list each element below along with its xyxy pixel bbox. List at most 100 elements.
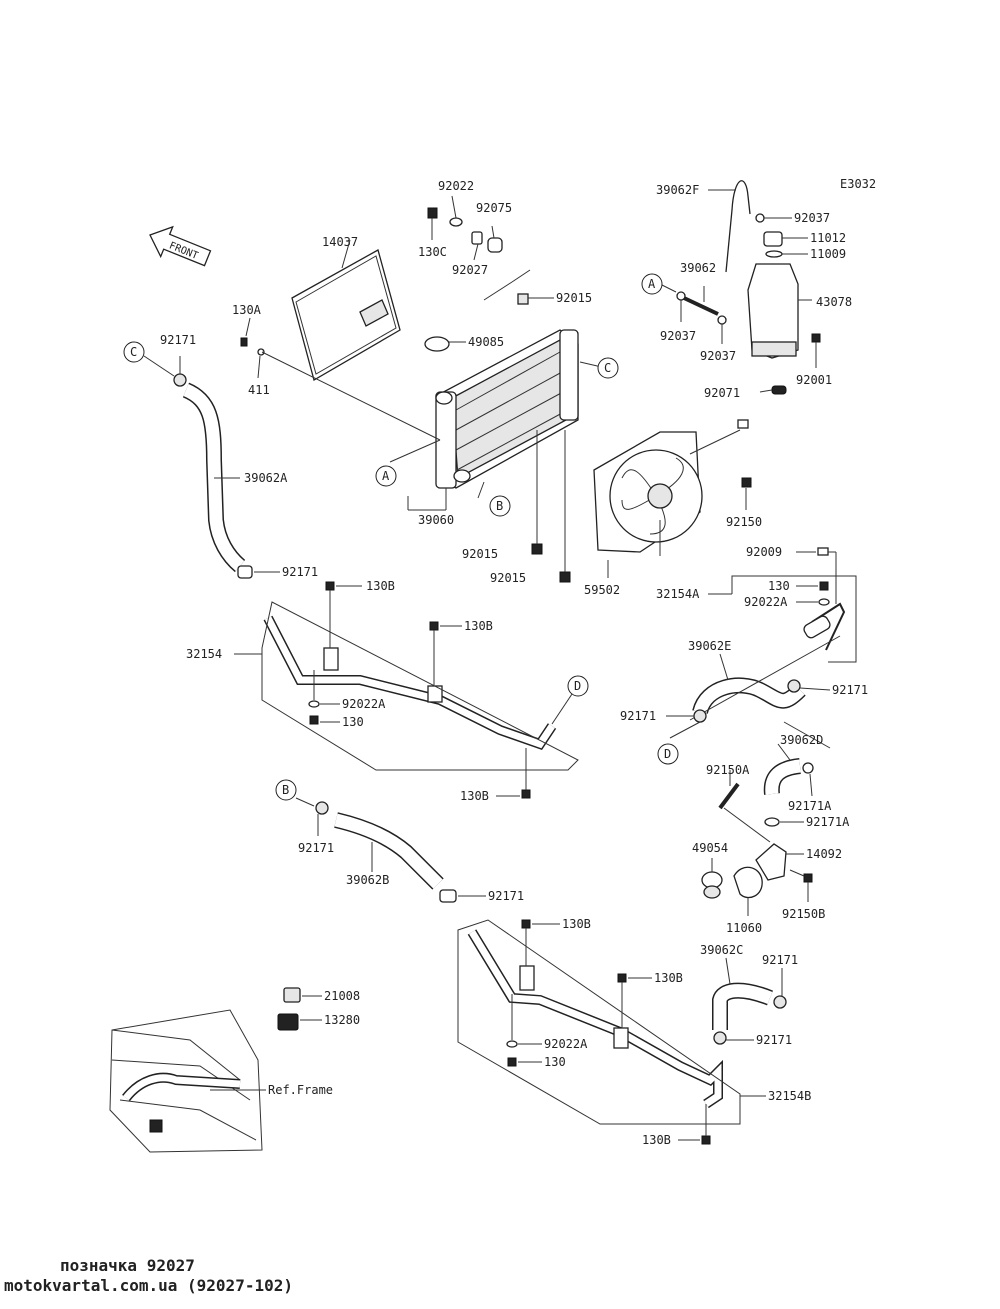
clamp-92171-c1[interactable] <box>773 968 787 1009</box>
label-49054: 49054 <box>692 841 728 855</box>
clip-92015-mid[interactable] <box>531 430 543 555</box>
hose-39062E[interactable] <box>692 653 806 715</box>
label-92009: 92009 <box>746 545 782 559</box>
cooling-fan-59502[interactable] <box>593 419 749 556</box>
front-arrow-icon: FRONT <box>149 225 212 267</box>
caption-text: позначка 92027 <box>60 1256 195 1275</box>
bolt-130B-6[interactable] <box>701 1104 711 1145</box>
clip-92015-top[interactable] <box>517 293 554 305</box>
grommet-92071[interactable] <box>759 385 787 395</box>
reservoir-tank-43078[interactable] <box>747 263 812 359</box>
label-39062A: 39062A <box>244 471 288 485</box>
clamp-92171A-2[interactable] <box>764 817 804 827</box>
thermostat-49054[interactable] <box>701 858 723 899</box>
label-92171-b2: 92171 <box>488 889 524 903</box>
label-92037-mid: 92037 <box>700 349 736 363</box>
collar-92027[interactable] <box>471 231 483 261</box>
hose-39062F[interactable] <box>708 180 751 273</box>
clamp-92171-right2[interactable] <box>666 709 707 723</box>
label-92150B: 92150B <box>782 907 825 921</box>
callout-A-tank: A <box>641 273 663 295</box>
washer-92022A-right[interactable] <box>796 598 830 606</box>
clamp-92171-right1[interactable] <box>787 679 831 693</box>
label-92015-top: 92015 <box>556 291 592 305</box>
clamp-92037-top[interactable] <box>755 213 792 223</box>
hose-39062A[interactable] <box>182 382 246 573</box>
label-130C: 130C <box>418 245 447 259</box>
thermostat-housing-14092[interactable] <box>755 843 804 881</box>
clamp-92171-b2[interactable] <box>439 889 486 903</box>
hose-39062D[interactable] <box>763 743 802 795</box>
label-130B-1: 130B <box>366 579 395 593</box>
label-92171-c1: 92171 <box>762 953 798 967</box>
svg-text:B: B <box>496 499 503 513</box>
bolt-130A[interactable] <box>240 317 265 379</box>
bracket-13280[interactable] <box>277 1013 322 1031</box>
label-130B-6: 130B <box>642 1133 671 1147</box>
bolt-130C[interactable] <box>427 207 438 240</box>
label-39060: 39060 <box>418 513 454 527</box>
bolt-130B-4[interactable] <box>521 919 560 966</box>
label-39062: 39062 <box>680 261 716 275</box>
pipe-32154A[interactable] <box>802 602 846 651</box>
grommet-92075[interactable] <box>487 225 503 253</box>
label-92022: 92022 <box>438 179 474 193</box>
washer-92022[interactable] <box>449 195 463 227</box>
bolt-92001[interactable] <box>811 333 821 368</box>
callout-B-hose: B <box>275 779 297 801</box>
hose-39062C[interactable] <box>712 957 773 1030</box>
clamp-92037-left[interactable] <box>676 291 686 322</box>
clamp-92171-mid[interactable] <box>237 565 280 579</box>
hose-39062[interactable] <box>683 286 719 316</box>
label-14092: 14092 <box>806 847 842 861</box>
nut-92150[interactable] <box>741 477 752 510</box>
label-92171A-1: 92171A <box>788 799 832 813</box>
washer-92022A-1[interactable] <box>308 670 320 725</box>
label-32154A: 32154A <box>656 587 700 601</box>
label-92150A: 92150A <box>706 763 750 777</box>
label-92171-b1: 92171 <box>298 841 334 855</box>
pipe-32154B[interactable] <box>467 929 723 1109</box>
clamp-92171-b1[interactable] <box>315 801 329 836</box>
clip-92015-bot[interactable] <box>559 430 571 583</box>
clamp-92037-mid[interactable] <box>717 315 727 344</box>
relay-21008[interactable] <box>283 987 322 1003</box>
bolt-92150B[interactable] <box>789 869 813 902</box>
callout-B-radiator: B <box>489 495 511 517</box>
radiator-grille-14037[interactable] <box>291 239 401 381</box>
callout-C-radiator: C <box>597 357 619 379</box>
svg-text:B: B <box>282 783 289 797</box>
radiator-39060[interactable] <box>435 329 579 489</box>
clamp-92171-top[interactable] <box>173 356 187 387</box>
bolt-92009[interactable] <box>796 547 837 604</box>
label-32154B: 32154B <box>768 1089 811 1103</box>
clamp-92171A-1[interactable] <box>802 762 814 797</box>
bolt-130B-1[interactable] <box>325 581 362 648</box>
source-link[interactable]: motokvartal.com.ua (92027-102) <box>4 1276 293 1295</box>
bolt-130B-2[interactable] <box>429 621 462 686</box>
bolt-130B-5[interactable] <box>617 973 652 1028</box>
gasket-11060[interactable] <box>733 866 763 916</box>
pipe-32154[interactable] <box>263 615 557 751</box>
label-21008: 21008 <box>324 989 360 1003</box>
radiator-cap-49085[interactable] <box>424 336 466 352</box>
hose-39062B[interactable] <box>334 812 444 890</box>
frame-reference <box>109 1009 263 1153</box>
label-39062D: 39062D <box>780 733 823 747</box>
label-92171-c2: 92171 <box>756 1033 792 1047</box>
gasket-11009[interactable] <box>765 250 808 258</box>
bolt-130B-3[interactable] <box>521 748 531 799</box>
svg-text:A: A <box>648 277 656 291</box>
washer-92022A-2[interactable] <box>506 994 518 1067</box>
reservoir-cap-11012[interactable] <box>763 231 808 247</box>
svg-text:C: C <box>604 361 611 375</box>
callout-C-hose: C <box>123 341 175 377</box>
label-43078: 43078 <box>816 295 852 309</box>
label-130B-5: 130B <box>654 971 683 985</box>
bolt-92150A[interactable] <box>718 770 740 810</box>
bolt-130-right[interactable] <box>796 581 829 591</box>
clamp-92171-c2[interactable] <box>713 1031 754 1045</box>
label-92075: 92075 <box>476 201 512 215</box>
